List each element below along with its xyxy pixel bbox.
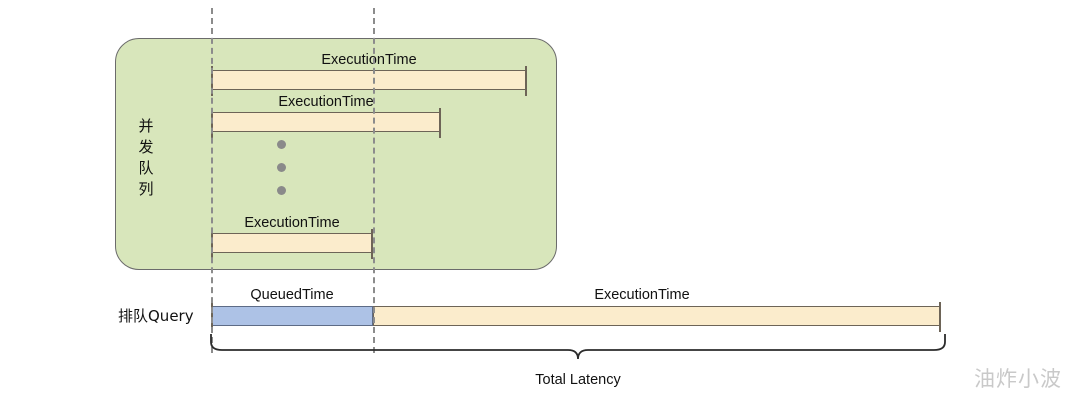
- queue-bar-3-end-cap: [370, 229, 373, 259]
- ellipsis-dot-3: [277, 186, 286, 195]
- ellipsis-dot-2: [277, 163, 286, 172]
- queue-label-char-0: 并: [138, 117, 154, 135]
- queue-bar-1-end-cap: [524, 66, 527, 96]
- queue-label-char-3: 列: [138, 180, 154, 198]
- execution-start-guide: [373, 8, 375, 353]
- queue-start-guide: [211, 8, 213, 353]
- query-execution-time-bar: [373, 302, 941, 332]
- brace-svg: [210, 333, 946, 360]
- queued-query-row-label: 排队Query: [118, 307, 194, 325]
- query-execution-end-cap: [938, 302, 941, 332]
- queue-label-char-1: 发: [138, 138, 154, 156]
- queued-time-label: QueuedTime: [250, 287, 334, 303]
- queue-bar-1-label: ExecutionTime: [321, 52, 417, 68]
- queue-bar-3-label: ExecutionTime: [244, 215, 340, 231]
- query-execution-time-label: ExecutionTime: [594, 287, 690, 303]
- ellipsis-dot-1: [277, 140, 286, 149]
- queue-ellipsis-dots: [277, 140, 286, 209]
- queue-bar-2-label: ExecutionTime: [278, 94, 374, 110]
- queue-bar-3: [211, 229, 373, 259]
- queue-label-char-2: 队: [138, 159, 154, 177]
- total-latency-label: Total Latency: [535, 372, 621, 388]
- watermark: 油炸小波: [974, 367, 1062, 391]
- queued-time-bar: [211, 302, 373, 332]
- concurrent-queue-label: 并 发 队 列: [133, 116, 159, 200]
- total-latency-brace: [208, 333, 948, 371]
- queue-bar-2-end-cap: [438, 108, 441, 138]
- queue-bar-1: [211, 66, 527, 96]
- queue-bar-2: [211, 108, 441, 138]
